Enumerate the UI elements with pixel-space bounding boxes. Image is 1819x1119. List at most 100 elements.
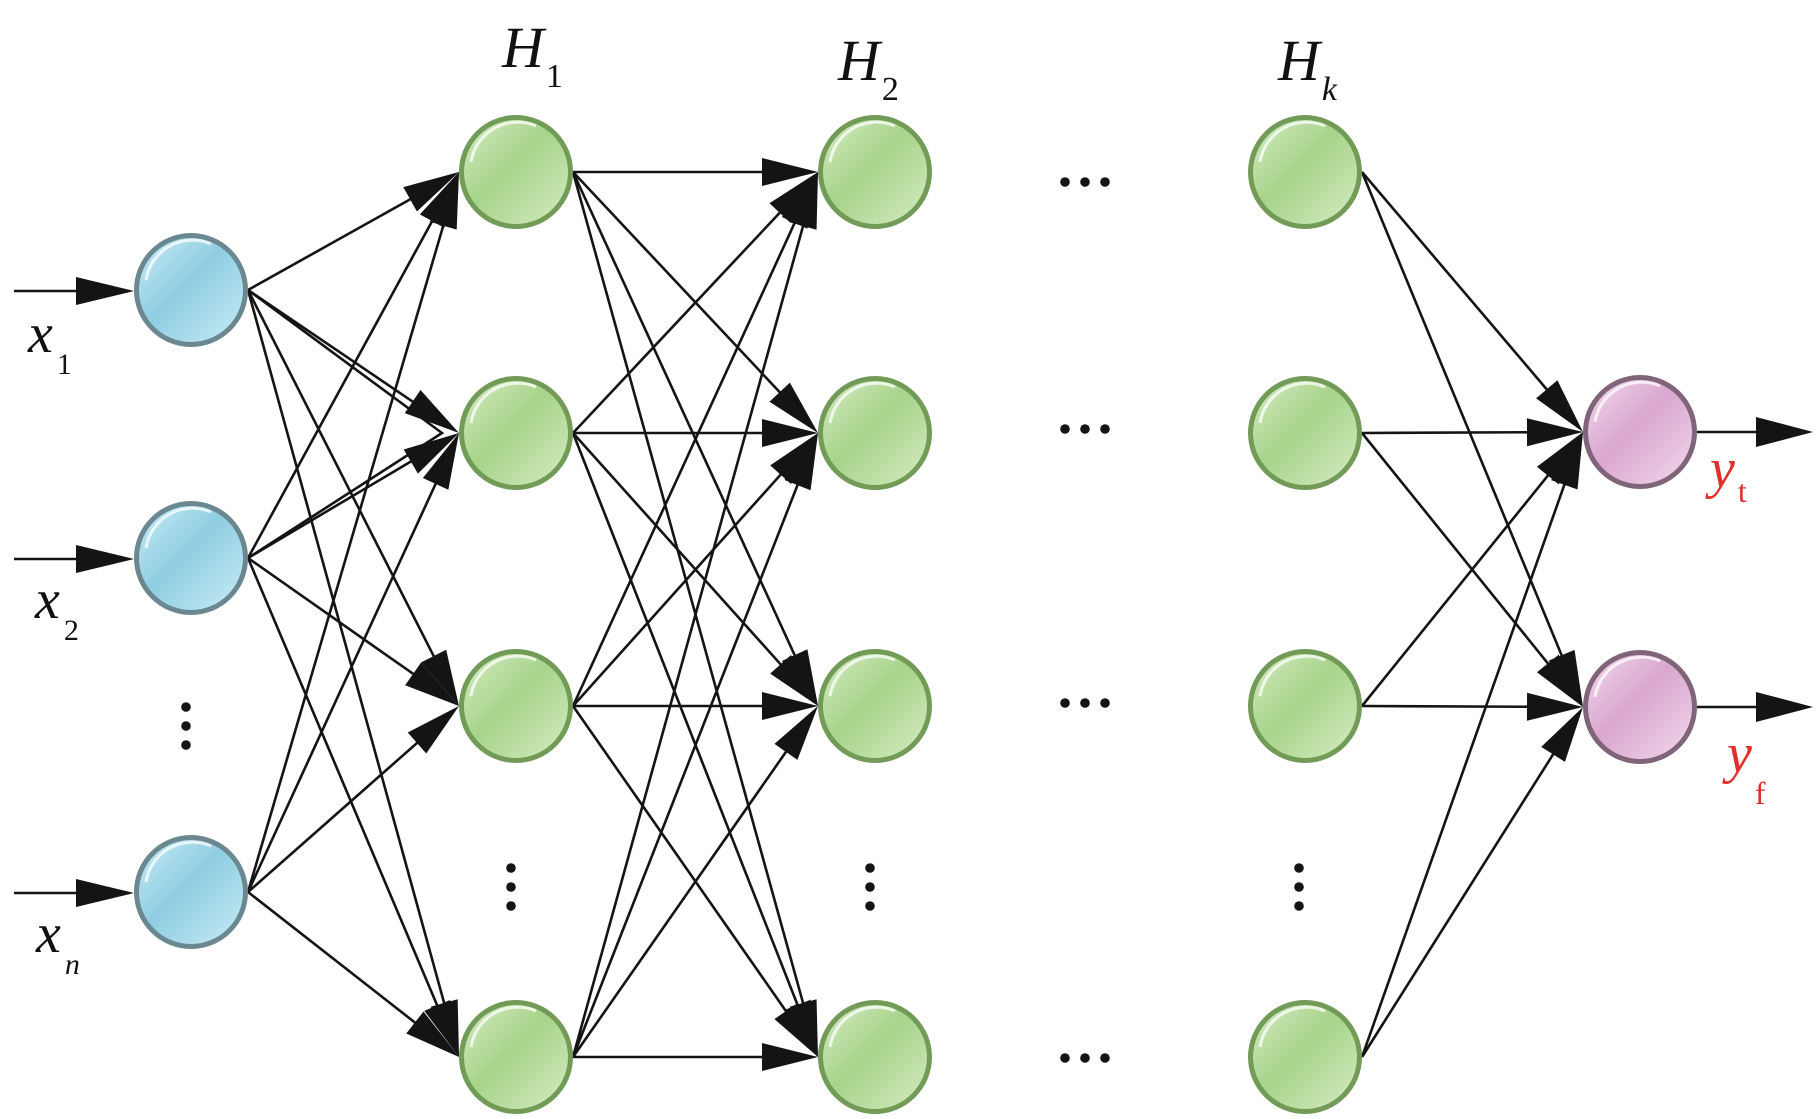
dot	[865, 882, 875, 892]
arrowhead-icon	[1756, 692, 1813, 722]
node-body	[139, 506, 243, 610]
dot	[1060, 698, 1070, 708]
edge-line	[1361, 171, 1550, 392]
vertical-ellipsis-input	[181, 702, 191, 750]
dot	[1294, 882, 1304, 892]
dot	[1080, 424, 1090, 434]
hk-output-edge-3-2	[1361, 692, 1583, 721]
dot	[1100, 1053, 1110, 1063]
node-body	[1588, 380, 1692, 484]
dot	[1100, 698, 1110, 708]
arrowhead-icon	[406, 1011, 459, 1057]
input-h1-edge-1-1	[247, 172, 459, 292]
horizontal-ellipsis-row-3	[1060, 698, 1110, 708]
dot	[181, 702, 191, 712]
edge-line	[571, 432, 800, 1008]
dot	[1060, 424, 1070, 434]
output-node-yf	[1583, 650, 1697, 764]
input-h1-edge-2-1	[246, 172, 459, 559]
node-gloss	[1593, 380, 1661, 423]
node-body	[823, 120, 927, 224]
hidden-node-h1-4	[459, 1000, 573, 1114]
edge-line	[1360, 473, 1551, 707]
node-gloss	[828, 1005, 896, 1048]
node-gloss	[1593, 655, 1661, 698]
node-body	[1253, 1005, 1357, 1109]
input-h1-edge-3-3	[247, 706, 459, 893]
layer-label-hk: Hk	[1277, 28, 1338, 108]
h1-h2-edge-1-2	[572, 171, 818, 433]
hk-output-edge-2-1	[1361, 418, 1583, 447]
horizontal-ellipsis-row-2	[1060, 424, 1110, 434]
node-gloss	[469, 120, 537, 163]
hidden-node-hk-3	[1248, 649, 1362, 763]
output-label-yf: yf	[1722, 723, 1766, 811]
dot	[506, 901, 516, 911]
input-arrow-x2	[14, 545, 134, 573]
arrowhead-icon	[774, 1003, 818, 1057]
input-h1-edge-1-3	[246, 289, 459, 706]
arrowhead-icon	[407, 706, 459, 754]
dot	[1294, 863, 1304, 873]
hidden-node-h2-2	[818, 376, 932, 490]
edge-line	[571, 171, 805, 1006]
dot	[1080, 1053, 1090, 1063]
edge-line	[572, 472, 783, 707]
arrowhead-icon	[1536, 432, 1583, 485]
input-node-xn	[134, 835, 248, 949]
dot	[506, 863, 516, 873]
arrowhead-icon	[419, 172, 459, 228]
edge-line	[571, 223, 805, 1058]
arrowhead-icon	[770, 433, 818, 485]
edge-line	[572, 432, 783, 667]
edge-line	[246, 223, 446, 893]
node-gloss	[1258, 654, 1326, 697]
hidden-node-hk-4	[1248, 1000, 1362, 1114]
edge-line	[247, 740, 420, 893]
arrowhead-icon	[1756, 417, 1813, 447]
arrowhead-icon	[762, 692, 818, 720]
connections-layer	[14, 158, 1813, 1071]
dot	[1080, 698, 1090, 708]
input-h1-edge-3-4	[247, 890, 459, 1057]
node-body	[823, 1005, 927, 1109]
edge-line	[246, 289, 446, 1006]
edge-line	[571, 705, 789, 1014]
node-body	[1588, 655, 1692, 759]
edge-line	[1360, 171, 1564, 658]
arrowhead-icon	[784, 433, 818, 491]
node-gloss	[1258, 381, 1326, 424]
arrowhead-icon	[1541, 707, 1583, 762]
h1-h2-edge-4-1	[571, 172, 818, 1058]
node-gloss	[469, 1005, 537, 1048]
node-gloss	[828, 654, 896, 697]
input-node-x2	[134, 501, 248, 615]
node-gloss	[1258, 1005, 1326, 1048]
h1-h2-edge-1-1	[573, 158, 818, 186]
node-gloss	[469, 381, 537, 424]
output-label-yt: yt	[1705, 438, 1747, 509]
hk-output-edge-3-1	[1360, 432, 1583, 707]
hidden-node-h2-4	[818, 1000, 932, 1114]
hk-output-edge-4-1	[1360, 432, 1583, 1058]
arrowhead-icon	[769, 382, 818, 433]
h1-h2-edge-2-1	[572, 172, 818, 434]
node-gloss	[828, 381, 896, 424]
arrowhead-icon	[762, 1043, 818, 1071]
dot	[181, 740, 191, 750]
h1-h2-edge-4-2	[571, 433, 818, 1058]
dot	[1060, 177, 1070, 187]
nodes-layer	[134, 115, 1697, 1114]
hidden-node-h1-3	[459, 649, 573, 763]
ellipsis-layer	[181, 177, 1304, 1063]
hidden-node-h1-2	[459, 376, 573, 490]
hk-output-edge-1-1	[1361, 171, 1583, 432]
arrowhead-icon	[404, 389, 459, 433]
input-arrow-xn	[14, 879, 134, 907]
dot	[181, 721, 191, 731]
h1-h2-edge-3-3	[573, 692, 818, 720]
